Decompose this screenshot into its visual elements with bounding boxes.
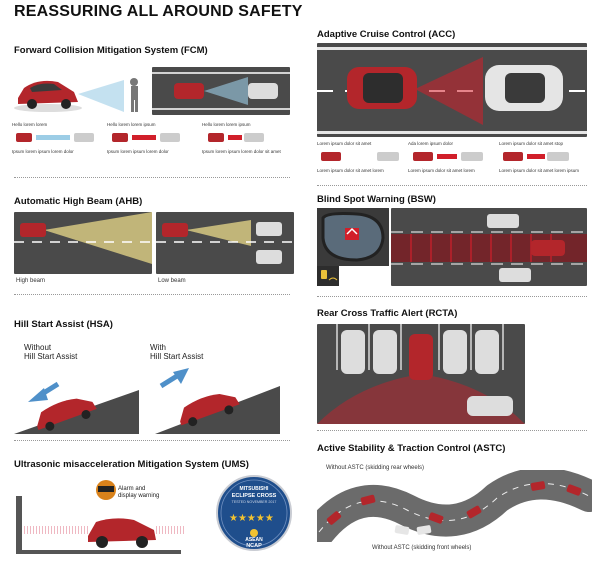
ahb-label-high: High beam [16, 278, 46, 284]
ums-warning-label: Alarm and display warning [118, 486, 160, 499]
fcm-caption-1: Hello lorem lorem [12, 122, 48, 127]
acc-sub-caption-2: Lorem ipsum dolor sit amet lorem [408, 168, 475, 173]
fcm-sub-caption-1: Ipsum lorem ipsum lorem dolor [12, 149, 74, 154]
badge-line1: MITSUBISHI [239, 486, 269, 492]
separator [14, 294, 290, 295]
acc-sequence-image [317, 149, 592, 165]
page-title: REASSURING ALL AROUND SAFETY [14, 3, 303, 20]
acc-sub-caption-1: Lorem ipsum dolor sit amet lorem [317, 168, 384, 173]
bsw-road-image [391, 208, 587, 286]
separator [317, 185, 587, 186]
acc-sub-caption-3: Lorem ipsum dolor sit amet lorem ipsum [499, 168, 580, 173]
bsw-indicator-icon [317, 266, 339, 286]
fcm-car-pedestrian-image [12, 62, 152, 117]
badge-line2: ECLIPSE CROSS [231, 493, 277, 499]
ahb-title: Automatic High Beam (AHB) [14, 196, 143, 207]
separator [14, 177, 290, 178]
ums-image [16, 478, 186, 556]
badge-brand1: ASEAN [245, 537, 263, 543]
ahb-label-low: Low beam [158, 278, 186, 284]
hsa-with-image [155, 362, 280, 434]
astc-road-image [317, 470, 592, 542]
acc-caption-1: Lorem ipsum dolor sit amet [317, 141, 372, 146]
fcm-title: Forward Collision Mitigation System (FCM… [14, 45, 208, 56]
svg-text:★★★★★: ★★★★★ [229, 513, 274, 524]
hsa-without-image [14, 370, 139, 434]
fcm-sub-caption-3: Ipsum lorem ipsum lorem dolor sit amet [202, 149, 281, 154]
fcm-top-view-image [152, 67, 290, 115]
bsw-title: Blind Spot Warning (BSW) [317, 194, 436, 205]
hsa-title: Hill Start Assist (HSA) [14, 319, 113, 330]
ahb-low-beam-image [156, 212, 294, 274]
ums-title: Ultrasonic misacceleration Mitigation Sy… [14, 459, 249, 470]
hsa-with-label: With Hill Start Assist [150, 343, 204, 361]
astc-label-front: Without ASTC (skidding front wheels) [372, 545, 472, 551]
rcta-image [317, 324, 525, 424]
badge-line3: TESTED NOVEMBER 2017 [231, 500, 277, 504]
fcm-sequence: Hello lorem lorem Hello lorem lorem ipsu… [12, 122, 297, 162]
bsw-mirror-image [317, 208, 389, 266]
acc-caption-3: Lorem ipsum dolor sit amet stop [499, 141, 564, 146]
separator [14, 440, 290, 441]
asean-ncap-badge: ★★★★★ MITSUBISHI ECLIPSE CROSS TESTED NO… [216, 475, 292, 551]
badge-brand2: NCAP [246, 543, 262, 549]
fcm-caption-2: Hello lorem lorem ipsum [107, 122, 156, 127]
acc-image [317, 43, 587, 137]
astc-title: Active Stability & Traction Control (AST… [317, 443, 506, 454]
separator [317, 430, 587, 431]
rcta-title: Rear Cross Traffic Alert (RCTA) [317, 308, 458, 319]
acc-title: Adaptive Cruise Control (ACC) [317, 29, 456, 40]
acc-caption-2: Ada lorem ipsum dolor [408, 141, 454, 146]
ahb-high-beam-image [14, 212, 152, 274]
separator [317, 296, 587, 297]
fcm-caption-3: Hello lorem lorem ipsum [202, 122, 251, 127]
fcm-sub-caption-2: Ipsum lorem ipsum lorem dolor [107, 149, 169, 154]
astc-label-rear: Without ASTC (skidding rear wheels) [326, 465, 425, 471]
hsa-without-label: Without Hill Start Assist [24, 343, 78, 361]
